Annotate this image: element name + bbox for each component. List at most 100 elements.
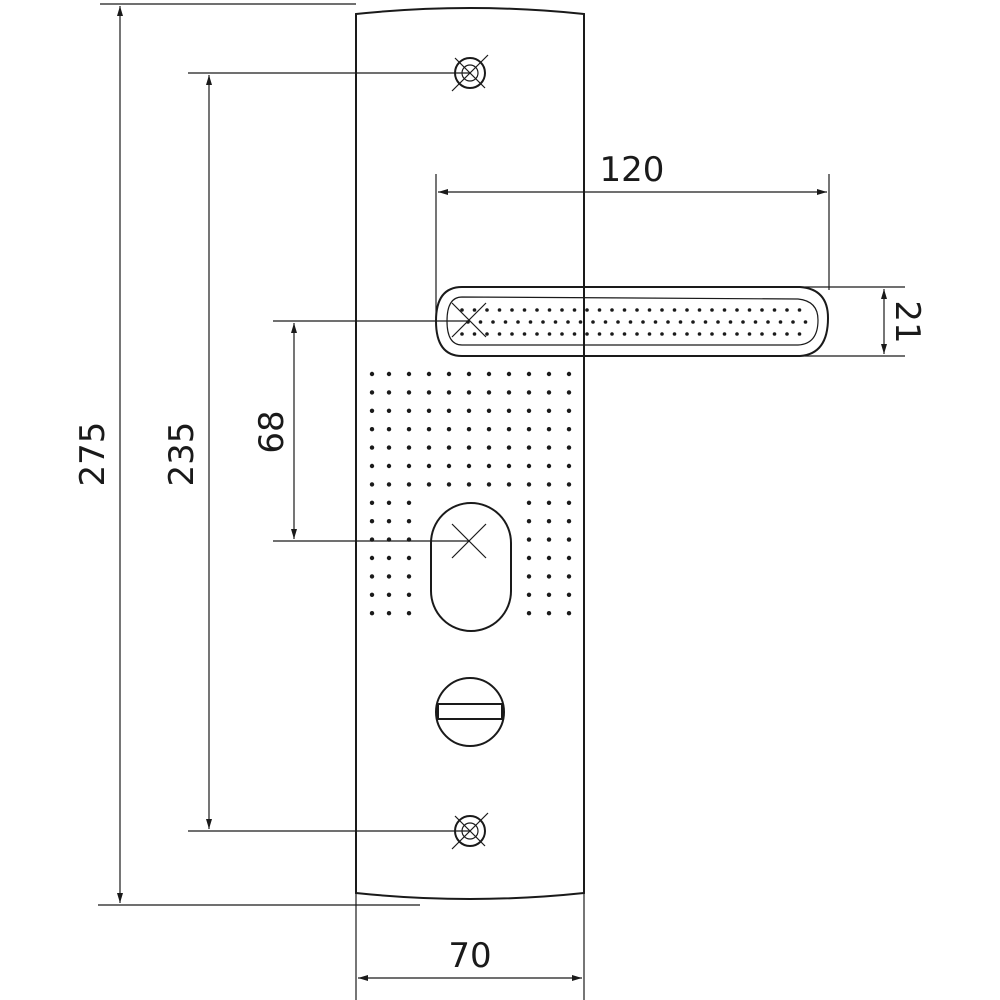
handle-texture-dot — [803, 320, 808, 324]
texture-dot — [406, 555, 412, 561]
texture-dot — [486, 371, 492, 377]
handle-texture-dot — [553, 320, 558, 324]
texture-dot — [486, 463, 492, 469]
texture-dot — [546, 390, 552, 395]
texture-dot — [426, 371, 432, 377]
dimension-plate-width: 70 — [355, 893, 585, 1000]
texture-dot — [526, 519, 532, 524]
texture-dot — [486, 390, 492, 395]
texture-dot — [369, 574, 375, 579]
handle-texture-dot — [547, 308, 552, 312]
handle-texture-dot — [635, 308, 639, 312]
texture-dot — [526, 555, 532, 561]
handle-texture-dot — [685, 308, 689, 312]
texture-dot — [526, 390, 532, 395]
handle-texture-dot — [566, 320, 570, 324]
texture-dot — [369, 611, 375, 616]
back-plate — [355, 7, 585, 900]
texture-dot — [426, 390, 432, 395]
texture-dot — [369, 592, 375, 597]
handle-texture-dot — [560, 308, 564, 312]
texture-dot — [526, 408, 532, 413]
handle-texture-dot — [741, 320, 745, 324]
texture-dot — [466, 390, 472, 395]
texture-dot — [526, 482, 532, 487]
handle-texture-dot — [772, 332, 777, 336]
texture-dot — [546, 611, 552, 616]
handle-texture-dot — [647, 308, 652, 312]
texture-dot — [406, 463, 412, 469]
handle-texture-dot — [672, 308, 677, 312]
texture-dot — [466, 427, 472, 432]
texture-dot — [386, 408, 392, 413]
texture-dot — [466, 445, 472, 450]
texture-dot — [466, 482, 472, 487]
texture-dot — [406, 408, 412, 413]
texture-dot — [386, 427, 392, 432]
texture-dot — [526, 611, 532, 616]
texture-dot — [369, 482, 375, 487]
texture-dot — [406, 390, 412, 395]
texture-dot — [526, 371, 532, 377]
texture-dot — [566, 519, 572, 524]
handle-texture-dot — [710, 332, 714, 336]
handle-texture-dot — [716, 320, 720, 324]
dimension-handle-to-keyhole-label: 68 — [252, 410, 292, 453]
texture-dot — [566, 537, 572, 542]
handle-texture-dot — [585, 332, 589, 336]
dimension-plate-width-label: 70 — [448, 936, 491, 976]
texture-dot — [369, 371, 375, 377]
handle-texture-dot — [603, 320, 608, 324]
texture-dot — [406, 445, 412, 450]
texture-dot — [506, 445, 512, 450]
texture-dot — [486, 482, 492, 487]
texture-dot — [566, 555, 572, 561]
handle-texture-dot — [572, 308, 577, 312]
handle-texture-dot — [591, 320, 595, 324]
dimension-handle-thickness: 21 — [800, 286, 927, 357]
handle-texture-dot — [753, 320, 758, 324]
handle-texture-dot — [785, 332, 789, 336]
texture-dot — [526, 574, 532, 579]
dimension-overall-height: 275 — [73, 3, 420, 906]
handle-texture-dot — [722, 308, 727, 312]
texture-dot — [369, 427, 375, 432]
texture-dot — [406, 592, 412, 597]
handle-texture-dot — [497, 308, 502, 312]
handle-texture-dot — [772, 308, 777, 312]
texture-dot — [506, 463, 512, 469]
handle-texture-dot — [578, 320, 583, 324]
texture-dot — [566, 592, 572, 597]
handle-texture-dot — [528, 320, 533, 324]
handle-texture-dot — [535, 332, 539, 336]
handle-texture-dot — [641, 320, 645, 324]
texture-dot — [486, 408, 492, 413]
texture-dot — [406, 611, 412, 616]
handle-texture-dot — [460, 308, 464, 312]
dimension-handle-length-label: 120 — [600, 150, 665, 190]
texture-dot — [386, 574, 392, 579]
texture-dot — [566, 390, 572, 395]
handle-texture-dot — [647, 332, 652, 336]
texture-dot — [406, 519, 412, 524]
handle-texture-dot — [635, 332, 639, 336]
handle-texture-dot — [747, 332, 752, 336]
handle-texture-dot — [485, 332, 489, 336]
texture-dot — [426, 463, 432, 469]
handle-texture-dot — [697, 308, 702, 312]
texture-dot — [546, 574, 552, 579]
texture-dot — [486, 445, 492, 450]
handle-texture-dot — [660, 332, 664, 336]
dimension-screw-spacing-label: 235 — [162, 422, 202, 487]
handle-texture-dot — [472, 332, 477, 336]
texture-dot — [486, 427, 492, 432]
texture-dot — [369, 519, 375, 524]
texture-dot — [506, 427, 512, 432]
texture-dot — [386, 500, 392, 505]
handle-texture-dot — [460, 332, 464, 336]
texture-dot — [526, 500, 532, 505]
texture-dot — [406, 574, 412, 579]
handle-texture-dot — [760, 332, 764, 336]
handle-texture-dot — [622, 332, 627, 336]
handle-texture-dot — [622, 308, 627, 312]
